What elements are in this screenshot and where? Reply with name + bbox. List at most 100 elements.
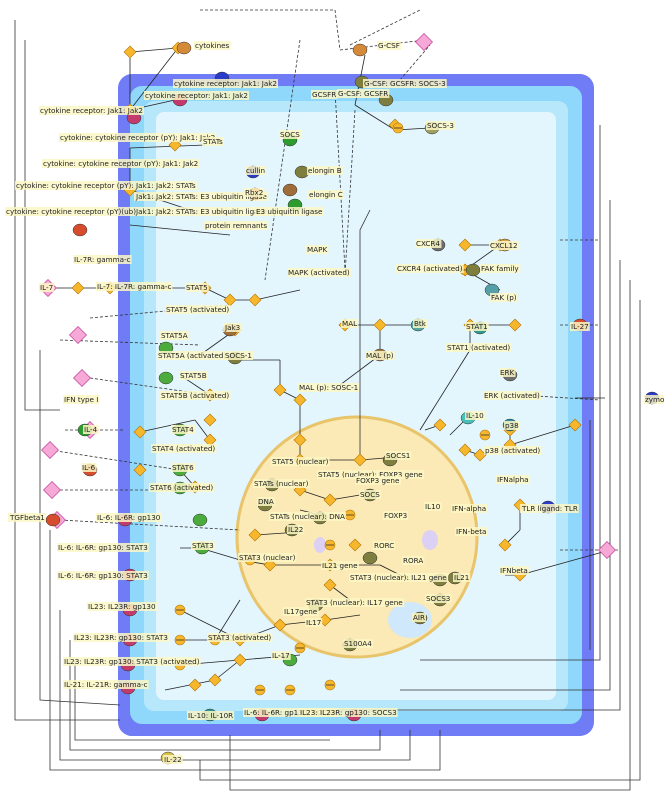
nuclear-pore <box>388 602 432 638</box>
species-label-stats-nuclear: STATs (nuclear) <box>254 479 309 488</box>
reaction-node <box>323 578 337 592</box>
species-label-il21-il21r: IL-21: IL-21R: gamma-c <box>64 680 148 689</box>
species-label-il17-out: IL-17 <box>272 651 290 660</box>
reaction-node <box>203 413 217 427</box>
nucleus <box>235 415 479 659</box>
reaction-node <box>133 463 147 477</box>
source-sink-node <box>73 369 91 387</box>
label-highlight <box>257 497 275 506</box>
species-label-stat5b: STAT5B <box>180 371 207 380</box>
label-highlight <box>191 541 215 550</box>
label-highlight <box>160 391 231 400</box>
label-highlight <box>255 207 324 216</box>
reaction-node <box>293 433 307 447</box>
label-highlight <box>244 188 265 197</box>
label-highlight <box>490 293 518 302</box>
species-label-jak3: Jak3 <box>224 323 240 332</box>
label-highlight <box>425 594 452 603</box>
protein-glyph <box>362 551 378 565</box>
species-label-foxp3-gene: FOXP3 gene <box>356 476 400 485</box>
label-highlight <box>451 504 488 513</box>
species-label-ifnalpha: IFNalpha <box>497 475 529 484</box>
label-highlight <box>365 351 395 360</box>
label-highlight <box>15 181 197 190</box>
species-label-cyto-receptor-jak1-jak2-b: cytokine receptor: Jak1: Jak2 <box>145 91 248 100</box>
species-label-il22-out: IL-22 <box>164 755 182 764</box>
reaction-node <box>348 538 362 552</box>
species-label-stat5-act: STAT5 (activated) <box>166 305 229 314</box>
label-highlight <box>480 264 521 273</box>
label-highlight <box>173 79 278 88</box>
species-label-il23-gp130-socs3: IL23: IL23R: gp130: SOCS3 <box>300 708 397 717</box>
label-highlight <box>63 680 149 689</box>
label-highlight <box>520 504 579 513</box>
species-label-socs1: SOCS-1 <box>225 351 252 360</box>
label-highlight <box>504 421 521 430</box>
label-highlight <box>8 513 46 522</box>
source-sink-node <box>41 441 59 459</box>
species-label-stat3-il21: STAT3 (nuclear): IL21 gene <box>350 573 447 582</box>
label-highlight <box>412 613 427 622</box>
reaction-node <box>273 618 287 632</box>
label-highlight <box>383 511 409 520</box>
species-label-il21-gene: IL21 gene <box>322 561 358 570</box>
species-label-air: AIR <box>413 613 425 622</box>
species-label-stat5b-act: STAT5B (activated) <box>161 391 229 400</box>
label-highlight <box>185 283 209 292</box>
species-label-ifn-type1: IFN type I <box>64 395 98 404</box>
species-label-mal-p-socs1: MAL (p): SOSC-1 <box>299 383 358 392</box>
reaction-node <box>433 418 447 432</box>
label-highlight <box>202 137 224 146</box>
species-label-il10-top: IL-10 <box>466 411 484 420</box>
label-highlight <box>187 711 235 720</box>
label-highlight <box>415 239 442 248</box>
species-label-erk-act: ERK (activated) <box>484 391 540 400</box>
label-highlight <box>306 245 329 254</box>
label-highlight <box>96 282 173 291</box>
species-label-mal: MAL <box>342 319 357 328</box>
species-label-il22: IL22 <box>288 525 303 534</box>
species-label-btk: Btk <box>414 319 427 328</box>
label-highlight <box>305 618 323 627</box>
species-label-il10-il10r: IL-10: IL-10R <box>188 711 233 720</box>
species-label-ifnbeta: IFNbeta <box>500 566 528 575</box>
label-highlight <box>73 255 132 264</box>
protein-glyph <box>352 43 368 57</box>
label-highlight <box>307 166 343 175</box>
nuclear-body <box>314 537 326 553</box>
label-highlight <box>644 395 664 404</box>
label-highlight <box>299 708 398 717</box>
species-label-il21: IL21 <box>454 573 469 582</box>
species-label-stat5-nuclear: STAT5 (nuclear) <box>272 457 329 466</box>
species-label-socs: SOCS <box>280 130 300 139</box>
species-label-socs1-n: SOCS1 <box>386 451 410 460</box>
label-highlight <box>73 633 169 642</box>
label-highlight <box>349 573 449 582</box>
label-highlight <box>455 527 488 536</box>
label-highlight <box>87 602 157 611</box>
species-label-il6-il6r-gp130-stat3: IL-6: IL-6R: gp130: STAT3 <box>58 571 148 580</box>
label-highlight <box>359 490 382 499</box>
species-label-gcsf-gcsfr-socs3: G-CSF: GCSFR: SOCS-3 <box>364 79 446 88</box>
label-highlight <box>396 264 464 273</box>
species-label-elongin-b: elongin B <box>308 166 342 175</box>
species-label-stat3: STAT3 <box>192 541 214 550</box>
species-label-stat5a-act: STAT5A (activated) <box>158 351 226 360</box>
species-label-stat6-act: STAT6 (activated) <box>150 483 213 492</box>
species-label-il6-il6r-gp130-stat3: IL-6: IL-6R: gp130: STAT3 <box>58 543 148 552</box>
reaction-node <box>248 293 262 307</box>
reaction-node <box>458 238 472 252</box>
protein-glyph <box>158 371 174 385</box>
species-label-stat3-nuclear: STAT3 (nuclear) <box>239 553 296 562</box>
label-highlight <box>238 553 297 562</box>
label-highlight <box>343 639 374 648</box>
species-label-p38: p38 <box>505 421 519 430</box>
label-highlight <box>253 479 310 488</box>
species-label-erk: ERK <box>500 368 515 377</box>
label-highlight <box>287 268 351 277</box>
species-label-il7: IL-7 <box>40 283 53 292</box>
label-highlight <box>245 166 267 175</box>
species-label-stat3-act: STAT3 (activated) <box>208 633 271 642</box>
species-label-cyto-receptor-py-jak1-jak2: cytokine: cytokine receptor (pY): Jak1: … <box>60 133 215 142</box>
